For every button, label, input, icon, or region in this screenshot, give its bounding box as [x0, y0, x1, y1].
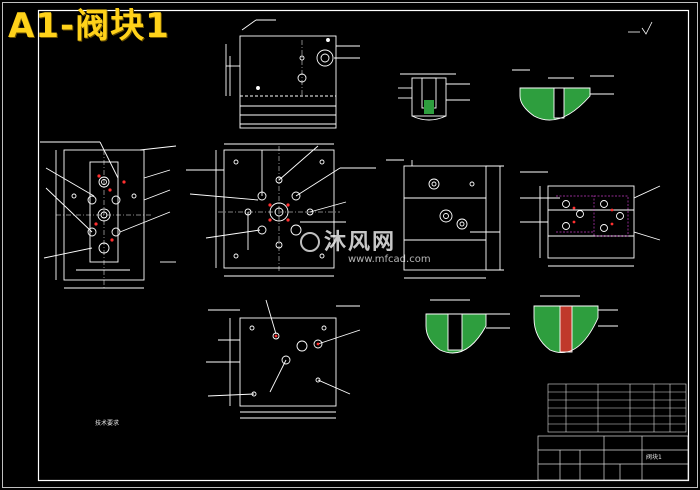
view-front: [186, 143, 376, 277]
view-left: [40, 141, 177, 290]
section-c-c-bore: [424, 100, 434, 114]
section-a-a: [512, 69, 614, 121]
page-title: A1-阀块1: [8, 6, 170, 46]
view-top: [225, 19, 360, 129]
view-side-right: [386, 159, 504, 279]
surface-finish-note: [628, 21, 653, 35]
view-far-right-hidden: [556, 195, 629, 237]
view-bottom: [206, 299, 361, 419]
view-far-right-markers: [572, 206, 614, 226]
technical-requirements: 技术要求: [40, 418, 340, 427]
technical-requirements-heading: 技术要求: [95, 420, 120, 427]
parameter-table: [547, 383, 687, 433]
title-block-drawing-name: 阀块1: [646, 454, 662, 461]
section-b-b: [533, 295, 618, 354]
view-front-markers: [268, 203, 290, 222]
view-bottom-markers: [274, 334, 320, 346]
title-block: [537, 435, 689, 481]
view-far-right: [520, 171, 661, 267]
view-left-markers: [94, 174, 126, 242]
drawing-frame: [37, 9, 690, 482]
section-d-d: [425, 299, 510, 354]
